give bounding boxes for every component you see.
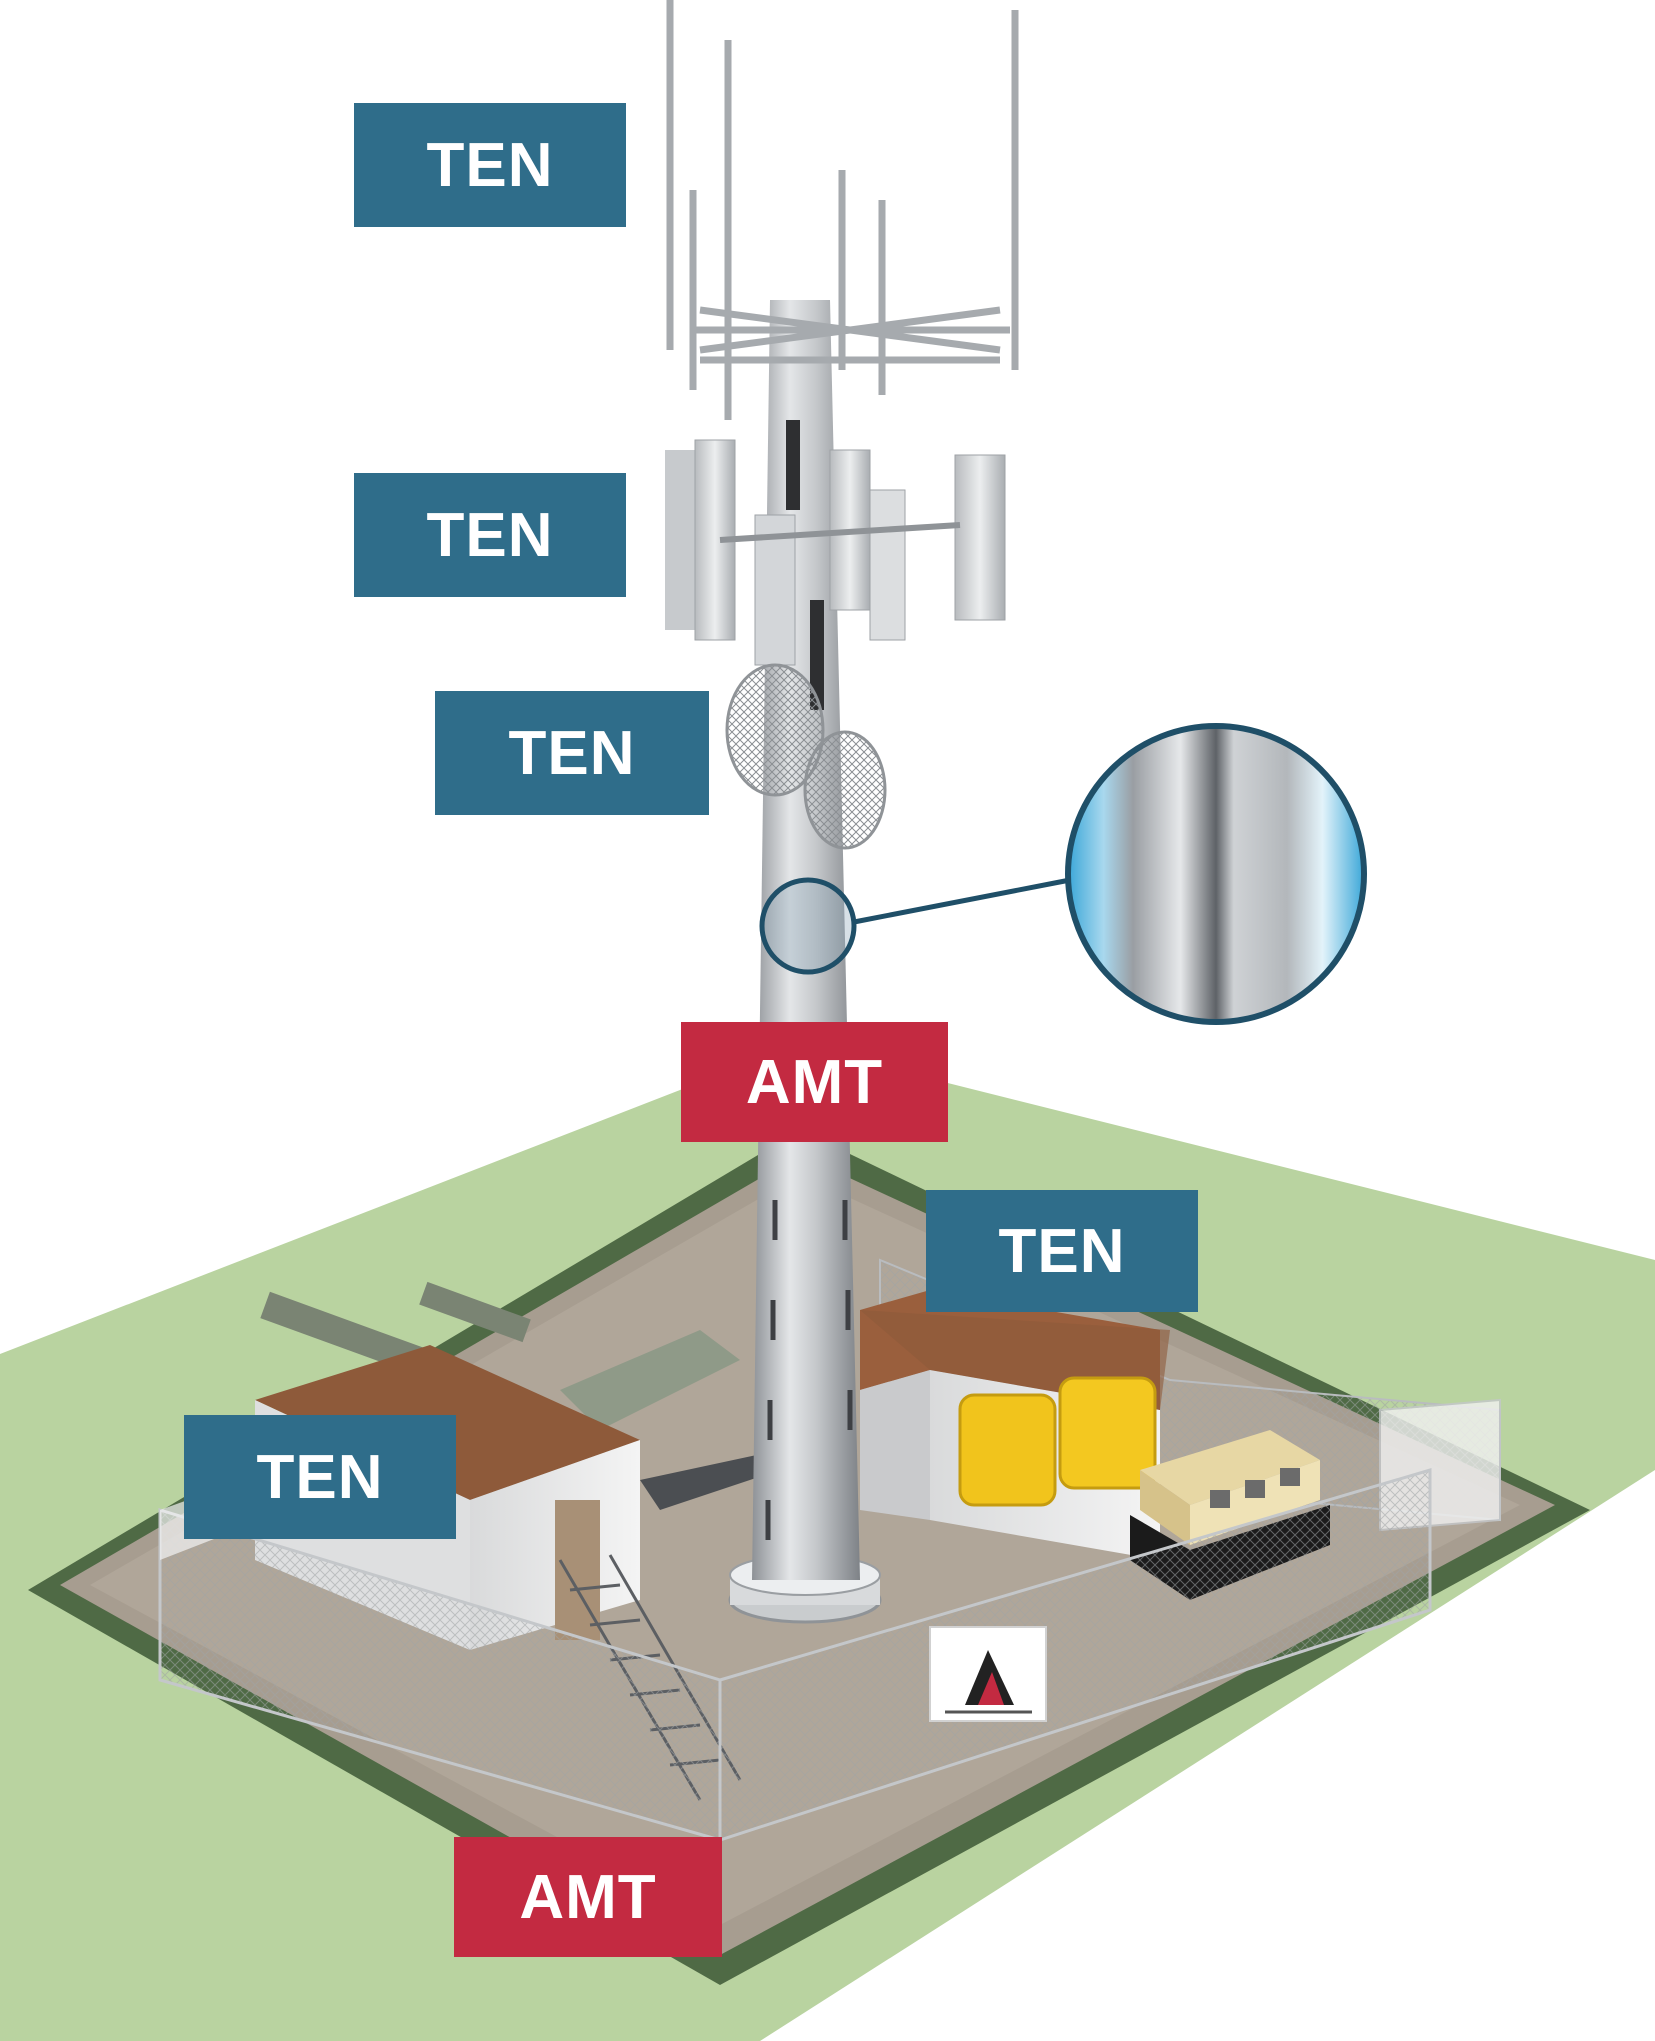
- ten-label-panel-antennas: TEN: [354, 473, 626, 597]
- amt-label-ground-fence: AMT: [454, 1837, 722, 1957]
- amt-label-tower-pole: AMT: [681, 1022, 948, 1142]
- ten-label-left-shelter: TEN: [184, 1415, 456, 1539]
- cable-bridge: [640, 1450, 780, 1510]
- back-equipment: [560, 1330, 740, 1430]
- microwave-dishes: [725, 663, 887, 850]
- ten-label-microwave-dishes: TEN: [435, 691, 709, 815]
- top-antenna-mast: [666, 0, 1019, 420]
- warning-sign: [929, 1626, 1047, 1722]
- ten-label-top-antenna: TEN: [354, 103, 626, 227]
- fence-front-right: [718, 1467, 1432, 1843]
- magnifier-inset: [759, 723, 1367, 1025]
- battery-cabinets: [958, 1376, 1157, 1507]
- panel-antennas: [665, 439, 1006, 666]
- ten-label-right-shelter: TEN: [926, 1190, 1198, 1312]
